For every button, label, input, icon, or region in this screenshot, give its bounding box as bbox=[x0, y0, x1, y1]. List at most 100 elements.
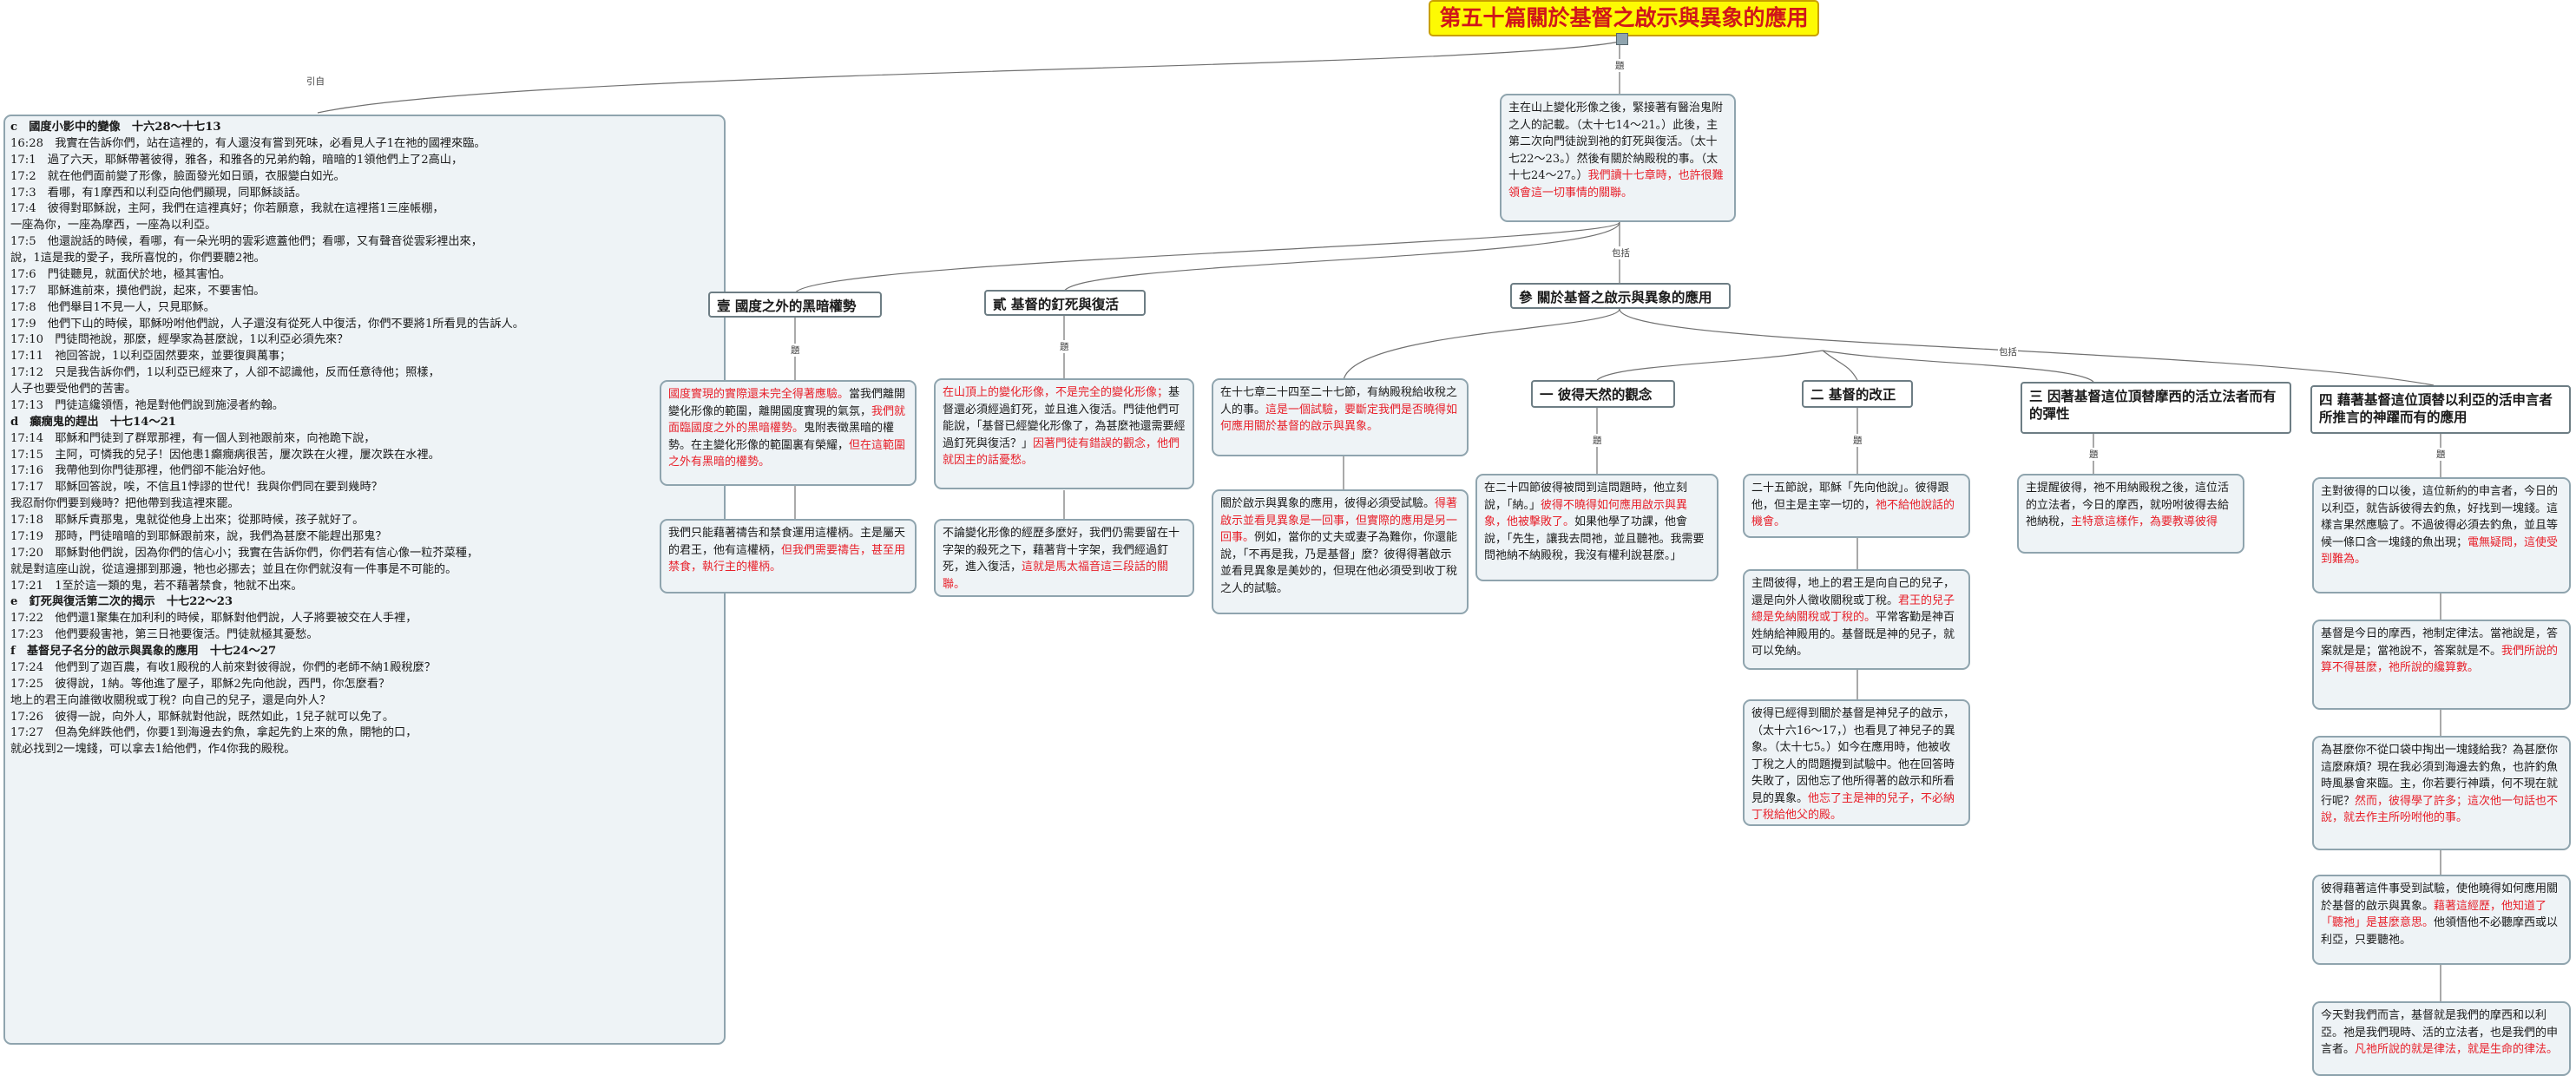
topic-dark-powers[interactable]: 壹 國度之外的黑暗權勢 bbox=[708, 292, 882, 318]
highlight-text: 這就是馬太福音這三段話的關聯。 bbox=[943, 561, 1169, 591]
highlight-text: 電無疑問，這使受到難為。 bbox=[2321, 535, 2559, 567]
verse-line: 17:26 彼得一說，向外人，耶穌就對他說，既然如此，1兒子就可以免了。 bbox=[10, 710, 395, 724]
note-peter-forgot[interactable]: 彼得已經得到關於基督是神兒子的啟示，（太十六16～17，）也看見了神兒子的異象。… bbox=[1743, 699, 1970, 826]
note-text: 他領悟他不必聽摩西或以利亞，只要聽祂。 bbox=[2321, 916, 2559, 947]
topic-crucifixion-resurrection[interactable]: 貳 基督的釘死與復活 bbox=[984, 290, 1146, 316]
note-text: 例如，當你的丈夫或妻子為難你，你還能說，「不再是我，乃是基督」麼？彼得得著啟示並… bbox=[1220, 531, 1458, 595]
note-temple-tax[interactable]: 在十七章二十四至二十七節，有納殿稅給收稅之人的事。這是一個試驗，要斷定我們是否曉… bbox=[1212, 378, 1469, 456]
note-transfiguration[interactable]: 在山頂上的變化形像，不是完全的變化形像；基督還必須經過釘死，並且進入復活。門徒他… bbox=[934, 378, 1194, 489]
connector-label: 包括 bbox=[1611, 246, 1631, 259]
note-text: 二十五節說，耶穌「先向他說」。彼得跟他，但主是主宰一切的， bbox=[1751, 482, 1949, 512]
verse-line: 人子也要受他們的苦害。 bbox=[10, 383, 137, 396]
note-text: 基督還必須經過釘死，並且進入復活。門徒他們可能說，「基督已經變化形像了，為甚麼祂… bbox=[943, 386, 1186, 450]
note-text: 彼得藉著這件事受到試驗，使他曉得如何應用關於基督的啟示與異象。 bbox=[2321, 882, 2559, 913]
verse-line: 就是對這座山說，從這邊挪到那邊，牠也必挪去；並且在你們就沒有一件事是不可能的。 bbox=[10, 562, 457, 576]
highlight-text: 這是一個試驗，要斷定我們是否曉得如何應用關於基督的啟示與異象。 bbox=[1220, 403, 1458, 434]
highlight-text: 他忘了主是神的兒子，不必納丁稅給他父的殿。 bbox=[1751, 791, 1955, 823]
note-peter-tested[interactable]: 關於啟示與異象的應用，彼得必須受試驗。得著啟示並看見異象是一回事，但實際的應用是… bbox=[1212, 489, 1469, 614]
category-natural-concept[interactable]: 一 彼得天然的觀念 bbox=[1531, 380, 1675, 408]
note-text: 主對彼得的口以後，這位新約的申言者，今日的以利亞，就告訴彼得去釣魚，好找到一塊錢… bbox=[2321, 485, 2559, 549]
connector-label: 題 bbox=[1592, 434, 1603, 447]
verse-line: 17:21 1至於這一類的鬼，若不藉著禁食，牠就不出來。 bbox=[10, 579, 303, 593]
note-cross[interactable]: 不論變化形像的經歷多麼好，我們仍需要留在十字架的殺死之下，藉著背十字架，我們經過… bbox=[934, 519, 1194, 597]
verse-line: 17:1 過了六天，耶穌帶著彼得，雅各，和雅各的兄弟約翰，暗暗的1領他們上了2高… bbox=[10, 153, 463, 167]
verse-line: 說，1這是我的愛子，我所喜悅的，你們要聽2祂。 bbox=[10, 252, 266, 265]
note-text: 主問彼得，地上的君王是向自己的兒子，還是向外人徵收關稅或丁稅。 bbox=[1751, 577, 1955, 607]
note-text: 如果他學了功課，他會說，「先生，讓我去問祂，並且聽祂。我需要問祂納不納殿稅，我沒… bbox=[1484, 515, 1705, 562]
verse-line: 一座為你，一座為摩西，一座為以利亞。 bbox=[10, 219, 217, 233]
collapse-handle-icon[interactable] bbox=[1616, 33, 1628, 45]
highlight-text: 然而，彼得學了許多；這次他一句話也不說，就去作主所吩咐他的事。 bbox=[2321, 794, 2559, 825]
topic-application-revelation[interactable]: 參 關於基督之啟示與異象的應用 bbox=[1510, 283, 1731, 309]
main-summary-box[interactable]: 主在山上變化形像之後，緊接著有醫治鬼附之人的記載。（太十七14～21。）此後，主… bbox=[1500, 94, 1736, 222]
verse-line: 17:10 門徒問祂說，那麼，經學家為甚麼說，1以利亞必須先來？ bbox=[10, 333, 349, 347]
note-text: 在二十四節彼得被問到這問題時，他立刻說，「納。」 bbox=[1484, 482, 1688, 512]
note-text: 關於啟示與異象的應用，彼得必須受試驗。 bbox=[1220, 497, 1436, 510]
highlight-text: 凡祂所說的就是律法，就是生命的律法。 bbox=[2355, 1043, 2559, 1056]
highlight-text: 我們所說的算不得甚麼，祂所說的纔算數。 bbox=[2321, 644, 2559, 675]
section-heading: f 基督兒子名分的啟示與異象的應用 十七24～27 bbox=[10, 645, 277, 658]
note-text: 在十七章二十四至二十七節，有納殿稅給收稅之人的事。 bbox=[1220, 386, 1458, 416]
highlight-text: 君王的兒子總是免納關稅或丁稅的。 bbox=[1751, 593, 1955, 625]
highlight-text: 我們讀十七章時，也許很難領會這一切事情的關聯。 bbox=[1508, 169, 1724, 200]
category-prophet-application[interactable]: 四 藉著基督這位頂替以利亞的活申言者所推言的神躍而有的應用 bbox=[2310, 385, 2571, 434]
note-text: 鬼附表徵黑暗的權勢。在主變化形像的範圍裏有榮耀， bbox=[668, 422, 895, 452]
connector-label: 題 bbox=[1852, 434, 1863, 447]
category-christ-correction[interactable]: 二 基督的改正 bbox=[1802, 380, 1913, 408]
note-christ-lawgiver[interactable]: 基督是今日的摩西，祂制定律法。當祂說是，答案就是是；當祂說不，答案就是不。我們所… bbox=[2312, 620, 2571, 710]
note-peter-answer[interactable]: 在二十四節彼得被問到這問題時，他立刻說，「納。」彼得不曉得如何應用啟示與異象，他… bbox=[1475, 474, 1718, 581]
verse-line: 就必找到2一塊錢，可以拿去1給他們，作4你我的殿稅。 bbox=[10, 743, 296, 757]
verse-line: 17:6 門徒聽見，就面伏於地，極其害怕。 bbox=[10, 267, 231, 281]
root-title[interactable]: 第五十篇關於基督之啟示與異象的應用 bbox=[1429, 0, 1819, 36]
highlight-text: 但我們需要禱告，甚至用禁食，執行主的權柄。 bbox=[668, 543, 906, 574]
note-text: 基督是今日的摩西，祂制定律法。當祂說是，答案就是是；當祂說不，答案就是不。 bbox=[2321, 627, 2559, 658]
note-pay-tax[interactable]: 主提醒彼得，祂不用納殿稅之後，這位活的立法者，今日的摩西，就吩咐彼得去給祂納稅，… bbox=[2017, 474, 2244, 554]
note-king-sons[interactable]: 主問彼得，地上的君王是向自己的兒子，還是向外人徵收關稅或丁稅。君王的兒子總是免納… bbox=[1743, 569, 1970, 670]
note-text: 平常客勤是神百姓納給神殿用的。基督既是神的兒子，就可以免納。 bbox=[1751, 611, 1955, 658]
note-why-trouble[interactable]: 為甚麼你不從口袋中掏出一塊錢給我？為甚麼你這麼麻煩？現在我必須到海邊去釣魚，也許… bbox=[2312, 736, 2571, 850]
category-lawgiver-flexibility[interactable]: 三 因著基督這位頂替摩西的活立法者而有的彈性 bbox=[2021, 382, 2291, 434]
verse-line: 17:24 他們到了迦百農，有收1殿稅的人前來對彼得說，你們的老師不納1殿稅麼？ bbox=[10, 660, 436, 674]
note-text: 當我們離開變化形像的範圍，離開國度實現的氣氛， bbox=[668, 388, 906, 418]
verse-line: 17:13 門徒這纔領悟，祂是對他們說到施浸者約翰。 bbox=[10, 398, 284, 412]
verse-line: 我忍耐你們要到幾時？把他帶到我這裡來罷。 bbox=[10, 497, 240, 511]
section-heading: e 釘死與復活第二次的揭示 十七22～23 bbox=[10, 595, 233, 609]
note-text: 今天對我們而言，基督就是我們的摩西和以利亞。祂是我們現時、活的立法者，也是我們的… bbox=[2321, 1009, 2559, 1056]
highlight-text: 國度實現的實際還未完全得著應驗。 bbox=[668, 388, 850, 401]
verse-line: 17:19 那時，門徒暗暗的到耶穌跟前來，說，我們為甚麼不能趕出那鬼？ bbox=[10, 529, 387, 543]
highlight-text: 祂不給他說話的機會。 bbox=[1751, 498, 1955, 529]
section-heading: c 國度小影中的變像 十六28～十七13 bbox=[10, 121, 221, 134]
connector-label: 題 bbox=[1614, 59, 1626, 72]
verse-line: 17:8 他們舉目1不見一人，只見耶穌。 bbox=[10, 300, 215, 314]
verse-line: 17:5 他還說話的時候，看哪，有一朵光明的雲彩遮蓋他們；看哪，又有聲音從雲彩裡… bbox=[10, 235, 483, 249]
connector-label: 題 bbox=[2435, 448, 2447, 461]
note-jesus-spoke-first[interactable]: 二十五節說，耶穌「先向他說」。彼得跟他，但主是主宰一切的，祂不給他說話的機會。 bbox=[1743, 474, 1970, 538]
verse-line: 地上的君王向誰徵收關稅或丁稅？向自己的兒子，還是向外人？ bbox=[10, 693, 332, 707]
verse-line: 17:7 耶穌進前來，摸他們說，起來，不要害怕。 bbox=[10, 284, 266, 298]
note-dark-powers[interactable]: 國度實現的實際還未完全得著應驗。當我們離開變化形像的範圍，離開國度實現的氣氛，我… bbox=[660, 380, 917, 486]
note-hear-him[interactable]: 彼得藉著這件事受到試驗，使他曉得如何應用關於基督的啟示與異象。藉著這經歷，他知道… bbox=[2312, 875, 2571, 965]
note-law-of-life[interactable]: 今天對我們而言，基督就是我們的摩西和以利亞。祂是我們現時、活的立法者，也是我們的… bbox=[2312, 1001, 2571, 1076]
highlight-text: 我們就面臨國度之外的黑暗權勢。 bbox=[668, 404, 906, 436]
verse-line: 17:23 他們要殺害祂，第三日祂要復活。門徒就極其憂愁。 bbox=[10, 628, 319, 642]
connector-label: 題 bbox=[790, 344, 801, 357]
note-go-fishing[interactable]: 主對彼得的口以後，這位新約的申言者，今日的以利亞，就告訴彼得去釣魚，好找到一塊錢… bbox=[2312, 477, 2571, 593]
verse-line: 17:4 彼得對耶穌說，主阿，我們在這裡真好；你若願意，我就在這裡搭1三座帳棚， bbox=[10, 202, 444, 216]
note-text: 彼得已經得到關於基督是神兒子的啟示，（太十六16～17，）也看見了神兒子的異象。… bbox=[1751, 707, 1955, 805]
verse-line: 17:9 他們下山的時候，耶穌吩咐他們說，人子還沒有從死人中復活，你們不要將1所… bbox=[10, 317, 524, 331]
note-text: 不論變化形像的經歷多麼好，我們仍需要留在十字架的殺死之下，藉著背十字架，我們經過… bbox=[943, 527, 1180, 574]
highlight-text: 彼得不曉得如何應用啟示與異象，他被擊敗了。 bbox=[1484, 498, 1688, 529]
note-text: 主在山上變化形像之後，緊接著有醫治鬼附之人的記載。（太十七14～21。）此後，主… bbox=[1508, 102, 1724, 182]
connector-label: 引自 bbox=[306, 75, 325, 88]
verse-line: 17:16 我帶他到你門徒那裡，他們卻不能治好他。 bbox=[10, 464, 273, 478]
verse-line: 17:14 耶穌和門徒到了群眾那裡，有一個人到祂跟前來，向祂跪下說， bbox=[10, 431, 376, 445]
highlight-text: 得著啟示並看見異象是一回事，但實際的應用是另一回事。 bbox=[1220, 497, 1458, 544]
section-heading: d 癲癇鬼的趕出 十七14～21 bbox=[10, 415, 176, 429]
verse-line: 17:27 但為免絆跌他們，你要1到海邊去釣魚，拿起先釣上來的魚，開牠的口， bbox=[10, 726, 417, 740]
verse-line: 17:17 耶穌回答說，唉，不信且1悖謬的世代！我與你們同在要到幾時？ bbox=[10, 481, 383, 495]
note-prayer-fasting[interactable]: 我們只能藉著禱告和禁食運用這權柄。主是屬天的君王，他有這權柄，但我們需要禱告，甚… bbox=[660, 519, 917, 593]
note-text: 主提醒彼得，祂不用納殿稅之後，這位活的立法者，今日的摩西，就吩咐彼得去給祂納稅， bbox=[2026, 482, 2230, 528]
verse-line: 17:18 耶穌斥責那鬼，鬼就從他身上出來；從那時候，孩子就好了。 bbox=[10, 514, 365, 527]
highlight-text: 藉著這經歷，他知道了「聽祂」是甚麼意思。 bbox=[2321, 899, 2547, 930]
